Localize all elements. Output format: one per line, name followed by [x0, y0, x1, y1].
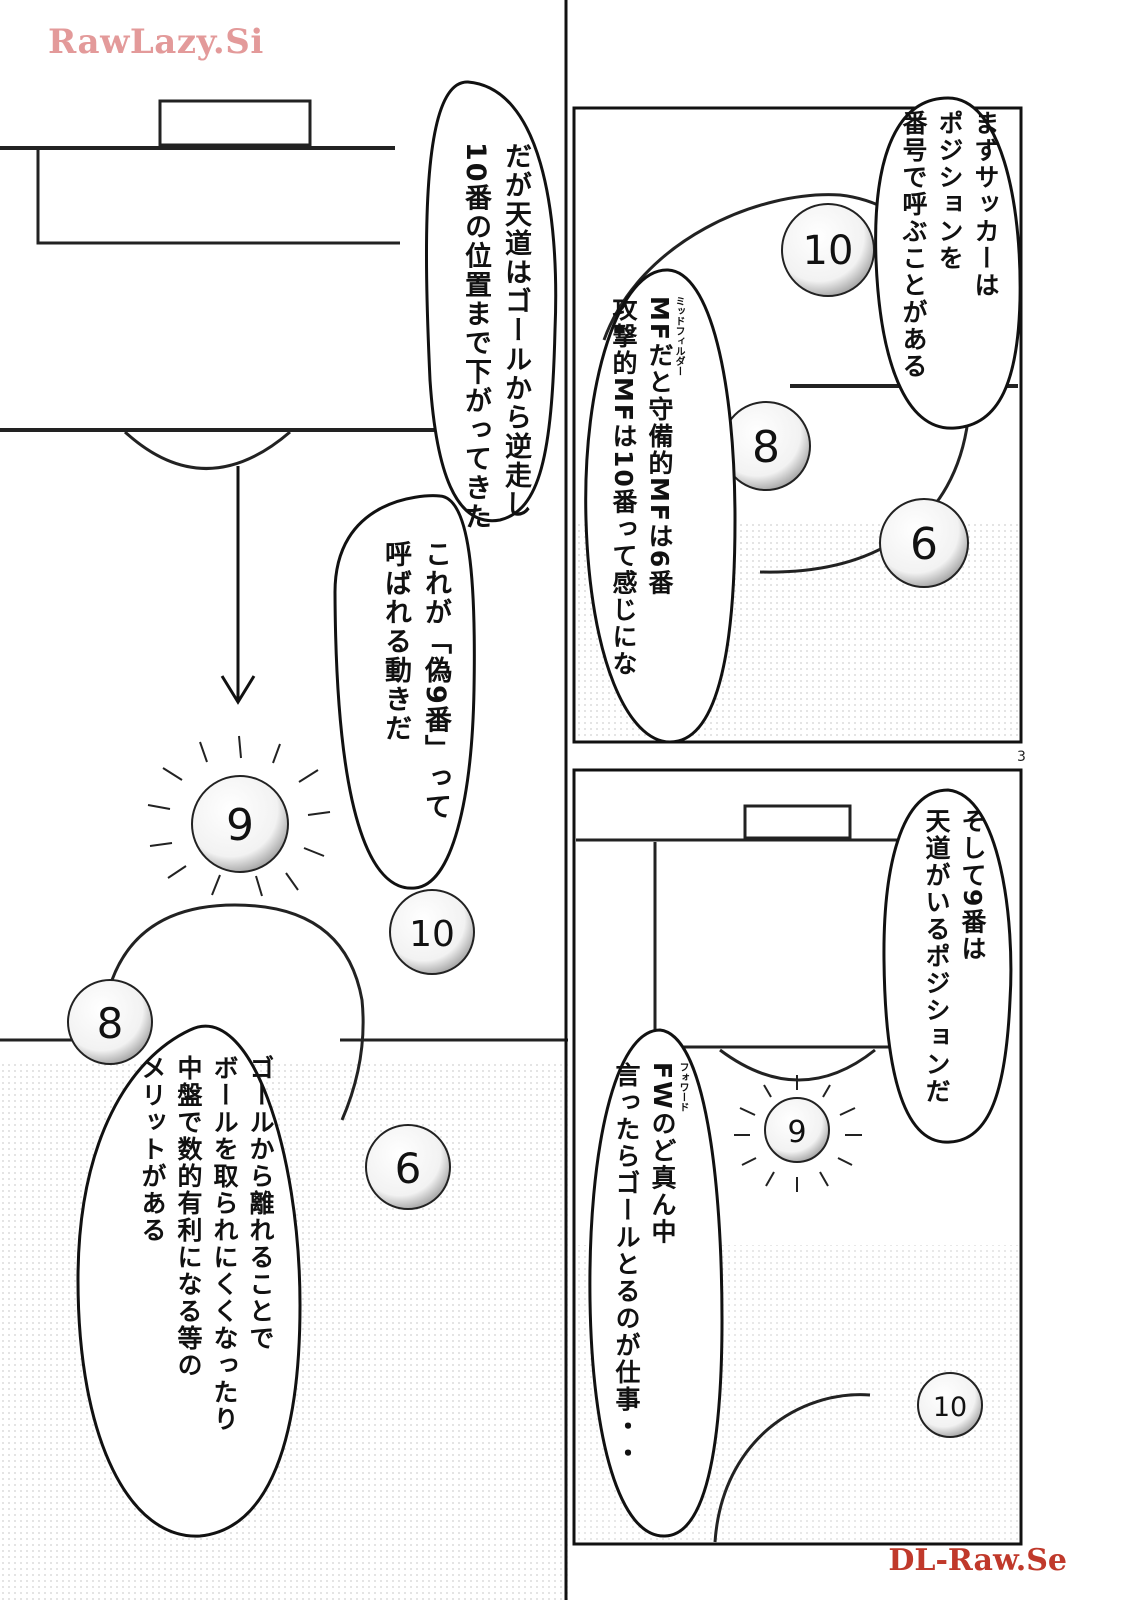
goal-box: [158, 99, 312, 147]
dialogue-forward: FWのど真ん中 言ったらゴールとるのが仕事・・: [612, 1062, 677, 1467]
penalty-arc: [719, 1048, 876, 1082]
ball-label: 9: [226, 800, 254, 851]
goal-box: [743, 804, 852, 840]
ball-10-tr: 10: [781, 203, 875, 297]
sparkle-lines: [147, 735, 331, 897]
speech-bubble-false-nine-2: [333, 494, 476, 890]
speech-bubble-midfield: [584, 268, 737, 744]
penalty-arc: [123, 430, 291, 470]
speech-bubble-forward: [588, 1028, 724, 1538]
ball-10-br: 10: [917, 1372, 983, 1438]
speech-bubble-nine-position: [882, 788, 1013, 1144]
ball-label: 10: [409, 914, 455, 955]
speech-bubble-false-nine-1: [424, 80, 558, 523]
ball-label: 6: [395, 1144, 422, 1193]
ball-label: 10: [803, 228, 854, 274]
speech-bubble-merit: [76, 1024, 302, 1538]
center-circle: [713, 1393, 871, 1543]
ball-6-left: 6: [365, 1124, 451, 1210]
watermark-bottom: DL-Raw.Se: [888, 1543, 1067, 1578]
ball-8-tr: 8: [721, 401, 811, 491]
ball-10-left: 10: [389, 889, 475, 975]
speech-bubble-numbering: [874, 96, 1022, 430]
center-circle: [110, 903, 365, 1121]
furigana-mf: ミッドフィルダー: [673, 296, 684, 376]
dialogue-merit: ゴールから離れることで ボールを取られにくくなったり 中盤で数的有利になる等の …: [138, 1055, 275, 1433]
ball-label: 6: [910, 519, 938, 570]
sparkle-lines: [734, 1075, 862, 1192]
dialogue-false-nine-2: これが「偽9番」って 呼ばれる動きだ: [380, 540, 451, 822]
left-panel: 9 10 8 6: [0, 80, 568, 1600]
panel-top-right: 10 8 6: [572, 96, 1023, 744]
dialogue-numbering: まずサッカーは ポジションを 番号で呼ぶことがある: [899, 110, 1000, 380]
ball-9-br: 9: [764, 1097, 830, 1163]
dialogue-midfield: MFだと守備的MFは6番 攻撃的MFは10番って感じにな: [609, 296, 674, 678]
penalty-area-line: [36, 150, 400, 245]
dialogue-false-nine-1: だが天道はゴールから逆走し 10番の位置まで下がってきた: [460, 142, 531, 532]
ball-label: 10: [933, 1392, 967, 1423]
page-number: 3: [1017, 749, 1026, 765]
ball-8-left: 8: [67, 979, 153, 1065]
ball-label: 9: [787, 1115, 806, 1150]
dialogue-nine-position: そして9番は 天道がいるポジションだ: [922, 808, 987, 1105]
furigana-fw: フォワード: [677, 1062, 688, 1112]
panel-bottom-right: 9 10: [572, 768, 1023, 1546]
watermark-top: RawLazy.Si: [48, 22, 264, 62]
ball-label: 8: [752, 422, 780, 473]
ball-6-tr: 6: [879, 498, 969, 588]
ball-label: 8: [97, 999, 124, 1048]
ball-9-left: 9: [191, 775, 289, 873]
